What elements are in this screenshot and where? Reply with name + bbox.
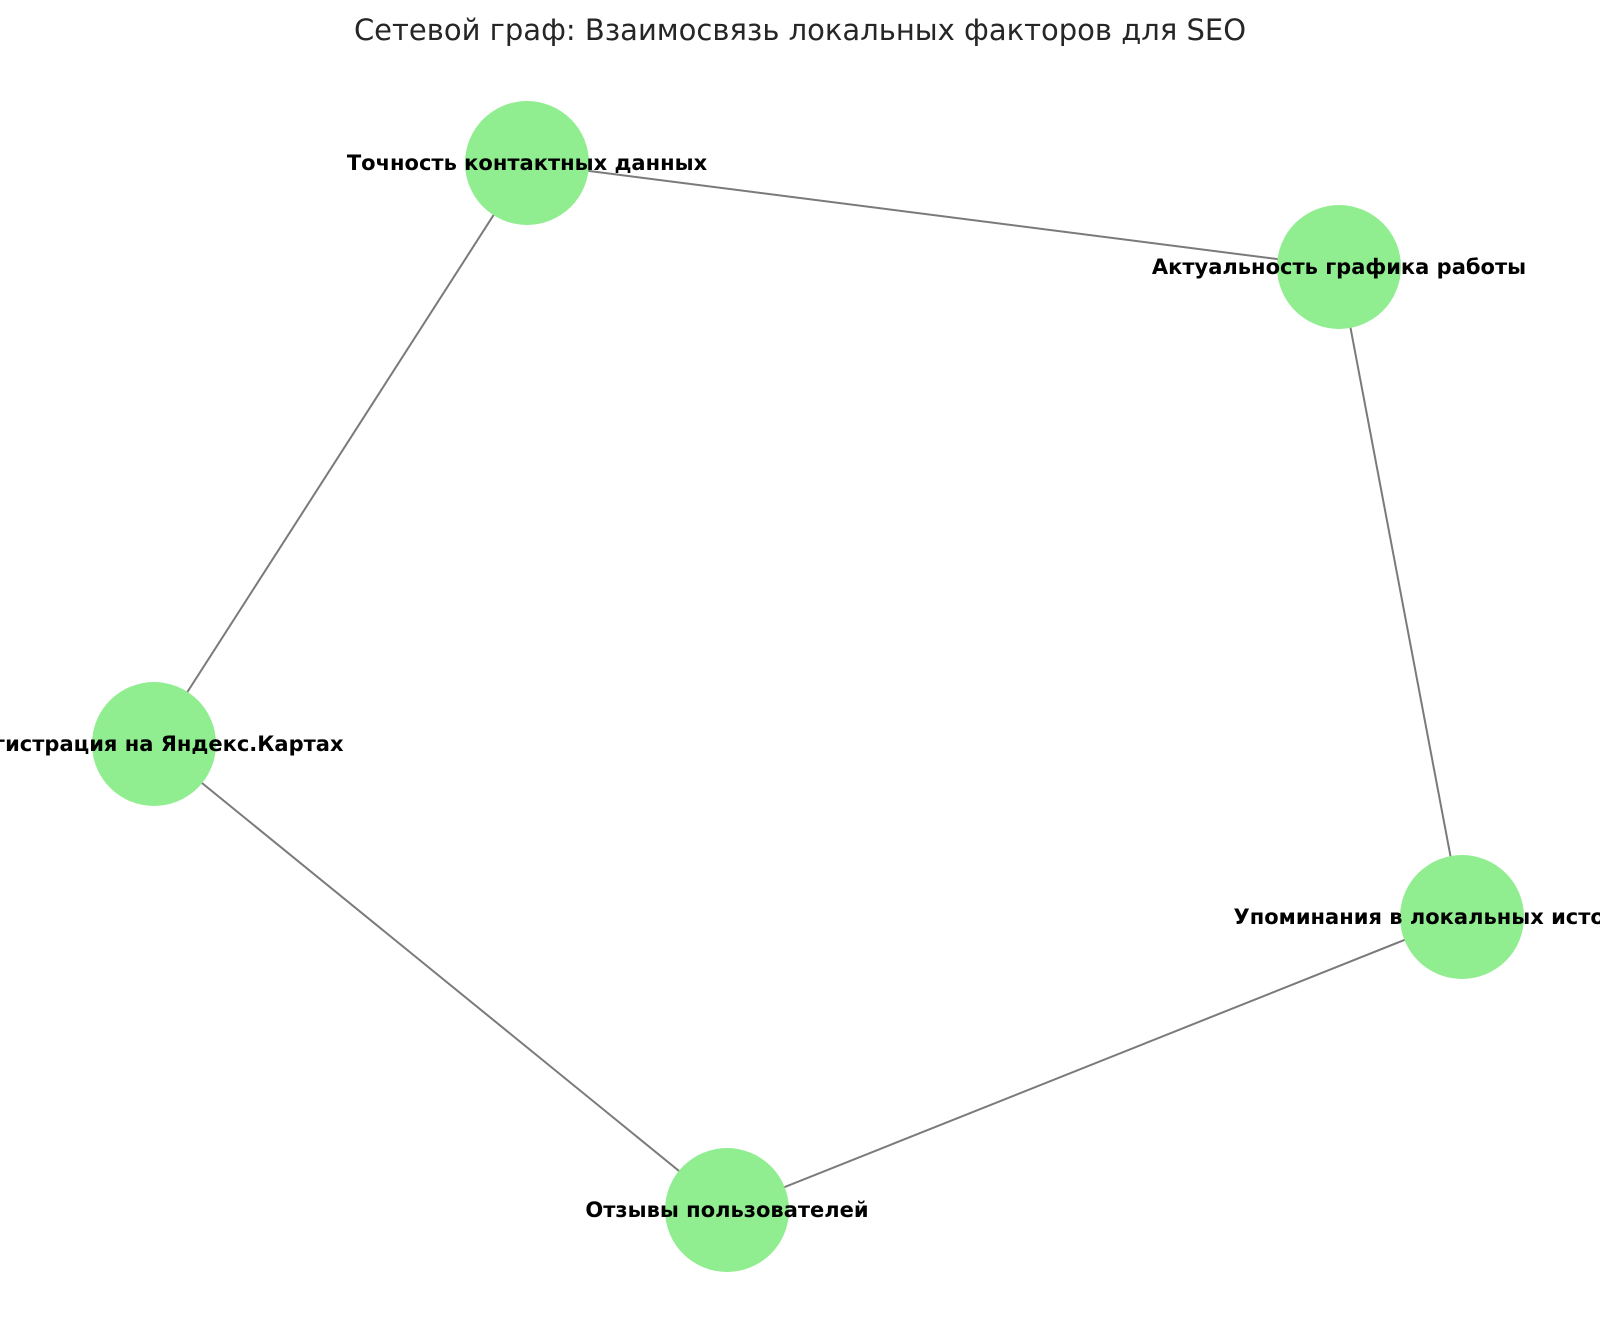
node-label-yandex: Регистрация на Яндекс.Картах [0,732,344,756]
edge-contacts-yandex [153,162,528,745]
edge-contacts-schedule [526,162,1340,268]
edges-layer [153,162,1463,1211]
graph-title: Сетевой граф: Взаимосвязь локальных факт… [354,13,1246,47]
node-label-contacts: Точность контактных данных [347,151,708,175]
node-reviews[interactable] [665,1148,789,1272]
node-label-schedule: Актуальность графика работы [1152,255,1526,279]
node-yandex[interactable] [92,682,216,806]
node-label-reviews: Отзывы пользователей [585,1198,868,1222]
nodes-layer [92,101,1524,1272]
edge-schedule-mentions [1338,266,1463,918]
node-schedule[interactable] [1277,205,1401,329]
node-contacts[interactable] [465,101,589,225]
node-mentions[interactable] [1400,855,1524,979]
node-label-mentions: Упоминания в локальных источниках [1234,905,1600,929]
edge-mentions-reviews [726,916,1463,1211]
edge-yandex-reviews [153,743,728,1211]
